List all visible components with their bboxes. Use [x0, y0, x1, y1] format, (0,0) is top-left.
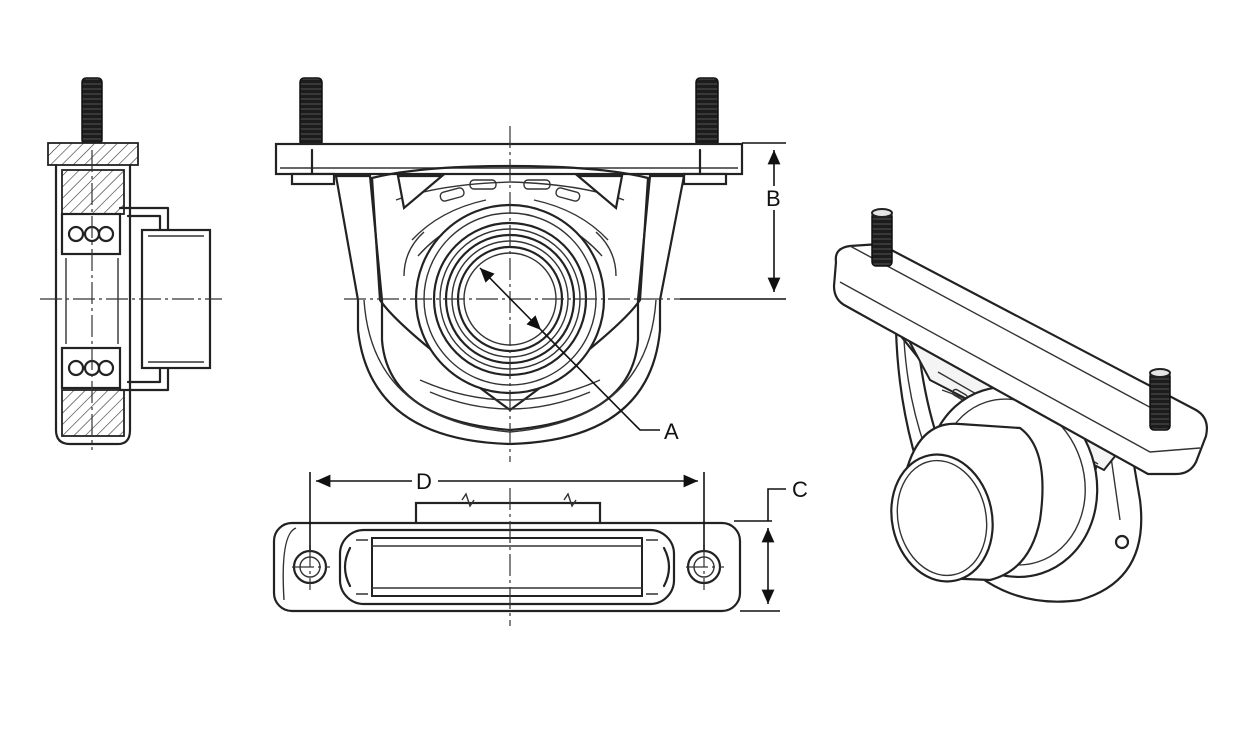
dimension-c: C [734, 477, 808, 612]
label-a: A [664, 419, 679, 444]
label-c: C [792, 477, 808, 502]
stud-iso-left [871, 211, 893, 267]
stud-left-side [81, 77, 103, 145]
collar-end [890, 453, 994, 583]
stud-left-front [299, 77, 323, 147]
dimension-b: B [680, 142, 786, 300]
dimension-a: A [479, 267, 679, 444]
dimension-d: D [309, 468, 705, 550]
iso-plate [832, 242, 1208, 476]
top-view [272, 488, 742, 626]
stud-right-front [695, 77, 719, 147]
front-view [274, 77, 744, 462]
isometric-view [832, 208, 1208, 603]
side-section-view [40, 77, 222, 450]
label-d: D [416, 469, 432, 494]
label-b: B [766, 186, 781, 211]
stud-iso-right [1149, 371, 1171, 431]
